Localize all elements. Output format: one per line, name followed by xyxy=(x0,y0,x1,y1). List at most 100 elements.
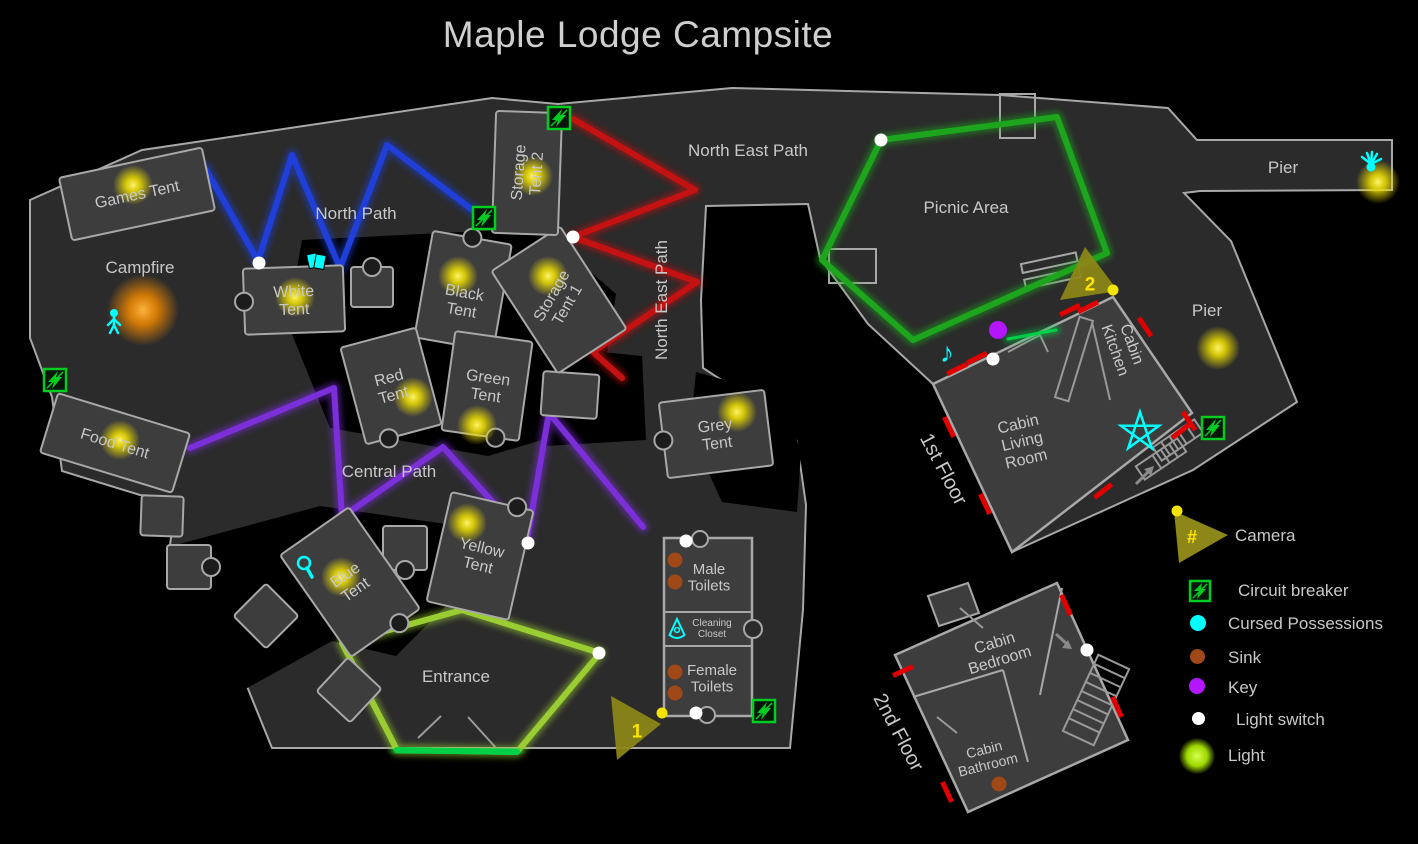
legend-label-key: Key xyxy=(1228,678,1258,697)
north-path xyxy=(199,139,489,274)
entrance-fence xyxy=(417,715,442,739)
map-shape xyxy=(1060,247,1118,300)
light-switch-icon xyxy=(566,230,580,244)
stairs xyxy=(1061,653,1131,747)
structure xyxy=(139,494,185,538)
map-label: North East Path xyxy=(688,141,808,160)
door-notch xyxy=(507,497,528,518)
light-switch-icon xyxy=(874,133,888,147)
light xyxy=(1196,326,1240,370)
stairs xyxy=(1134,436,1188,482)
camera-number: 1 xyxy=(632,722,643,743)
tent-label: YellowTent xyxy=(454,535,507,579)
sink-icon xyxy=(667,552,683,568)
circuit-breaker-icon xyxy=(546,105,572,131)
map-shape xyxy=(305,566,314,579)
tent-label: GreyTent xyxy=(697,416,736,455)
door-marker xyxy=(1170,422,1192,440)
stairs-up-arrow xyxy=(1134,466,1154,486)
door-marker xyxy=(1136,316,1154,338)
structure xyxy=(382,525,428,580)
light-switch-icon xyxy=(521,536,535,550)
stairs-down-arrow xyxy=(1054,632,1072,649)
map-label: Pier xyxy=(1268,158,1299,177)
camera-icon: 1 xyxy=(611,696,668,760)
door-marker xyxy=(1059,302,1081,318)
door-notch xyxy=(691,530,709,548)
sink-icon xyxy=(667,664,683,680)
light-switch-icon xyxy=(592,646,606,660)
sink-icon xyxy=(667,685,683,701)
light xyxy=(113,165,153,205)
map-shape xyxy=(1366,162,1376,172)
structure xyxy=(316,657,382,723)
map-shape xyxy=(233,583,299,649)
interior-wall xyxy=(1002,669,1029,763)
legend-label-light: Light xyxy=(1228,746,1265,765)
map-label: Central Path xyxy=(342,462,437,481)
kitchen-counter xyxy=(1053,315,1095,403)
light xyxy=(457,405,497,445)
camera-icon: 2 xyxy=(1060,247,1119,300)
map-shape xyxy=(673,626,681,634)
ouija-board-icon xyxy=(668,616,686,639)
light-switch-icon xyxy=(1192,712,1205,725)
legend-label-circuit-breaker: Circuit breaker xyxy=(1238,581,1349,600)
door-marker xyxy=(940,780,954,804)
map-shape xyxy=(110,309,118,317)
door-notch xyxy=(362,257,382,277)
map-shape xyxy=(1006,328,1058,341)
cursed-possessions-icon xyxy=(1190,615,1206,631)
sink-icon xyxy=(991,776,1007,792)
haunted-mirror-icon xyxy=(296,555,314,579)
light xyxy=(321,557,361,597)
entrance-fence xyxy=(467,716,498,750)
sink-icon xyxy=(1190,649,1205,664)
light xyxy=(100,420,140,460)
light-switch-icon xyxy=(252,256,266,270)
cabin-door-open xyxy=(1003,325,1061,344)
door-marker xyxy=(1180,410,1198,432)
door-marker xyxy=(966,350,988,366)
door-notch xyxy=(378,428,399,449)
tent-label: StorageTent 2 xyxy=(509,144,548,202)
door-marker xyxy=(946,361,968,377)
door-marker xyxy=(1110,695,1124,719)
tent-storage-tent-1 xyxy=(491,226,627,374)
map-shape xyxy=(202,142,486,271)
music-box-icon: ♪ xyxy=(940,337,954,368)
map-shape: ♪ xyxy=(940,337,954,368)
light-switch-icon xyxy=(986,352,1000,366)
light xyxy=(513,156,553,196)
structure xyxy=(166,544,221,590)
campfire-light xyxy=(107,274,179,346)
tarot-cards-icon xyxy=(305,252,327,271)
legend-label-light-switch: Light switch xyxy=(1236,710,1325,729)
door-notch xyxy=(653,430,674,451)
light xyxy=(1356,160,1400,204)
legend-label-sink: Sink xyxy=(1228,648,1262,667)
map-shape xyxy=(106,317,116,327)
light-switch-icon xyxy=(679,534,693,548)
camera-symbol: # xyxy=(1187,527,1197,547)
entrance-path xyxy=(336,604,606,758)
map-shape xyxy=(491,226,627,374)
map-shape xyxy=(611,696,661,760)
door-marker xyxy=(1059,593,1073,617)
map-shape xyxy=(819,114,1110,343)
map-label: North East Path xyxy=(652,240,671,360)
legend-label-camera: Camera xyxy=(1235,526,1296,545)
light xyxy=(438,256,478,296)
map-shape xyxy=(112,323,120,335)
key-icon xyxy=(989,321,1007,339)
door-swing xyxy=(959,607,984,629)
circuit-breaker-icon xyxy=(1188,579,1212,603)
key-icon xyxy=(1189,678,1205,694)
map-shape xyxy=(296,555,312,571)
circuit-breaker-icon xyxy=(42,367,68,393)
structure xyxy=(233,583,299,649)
